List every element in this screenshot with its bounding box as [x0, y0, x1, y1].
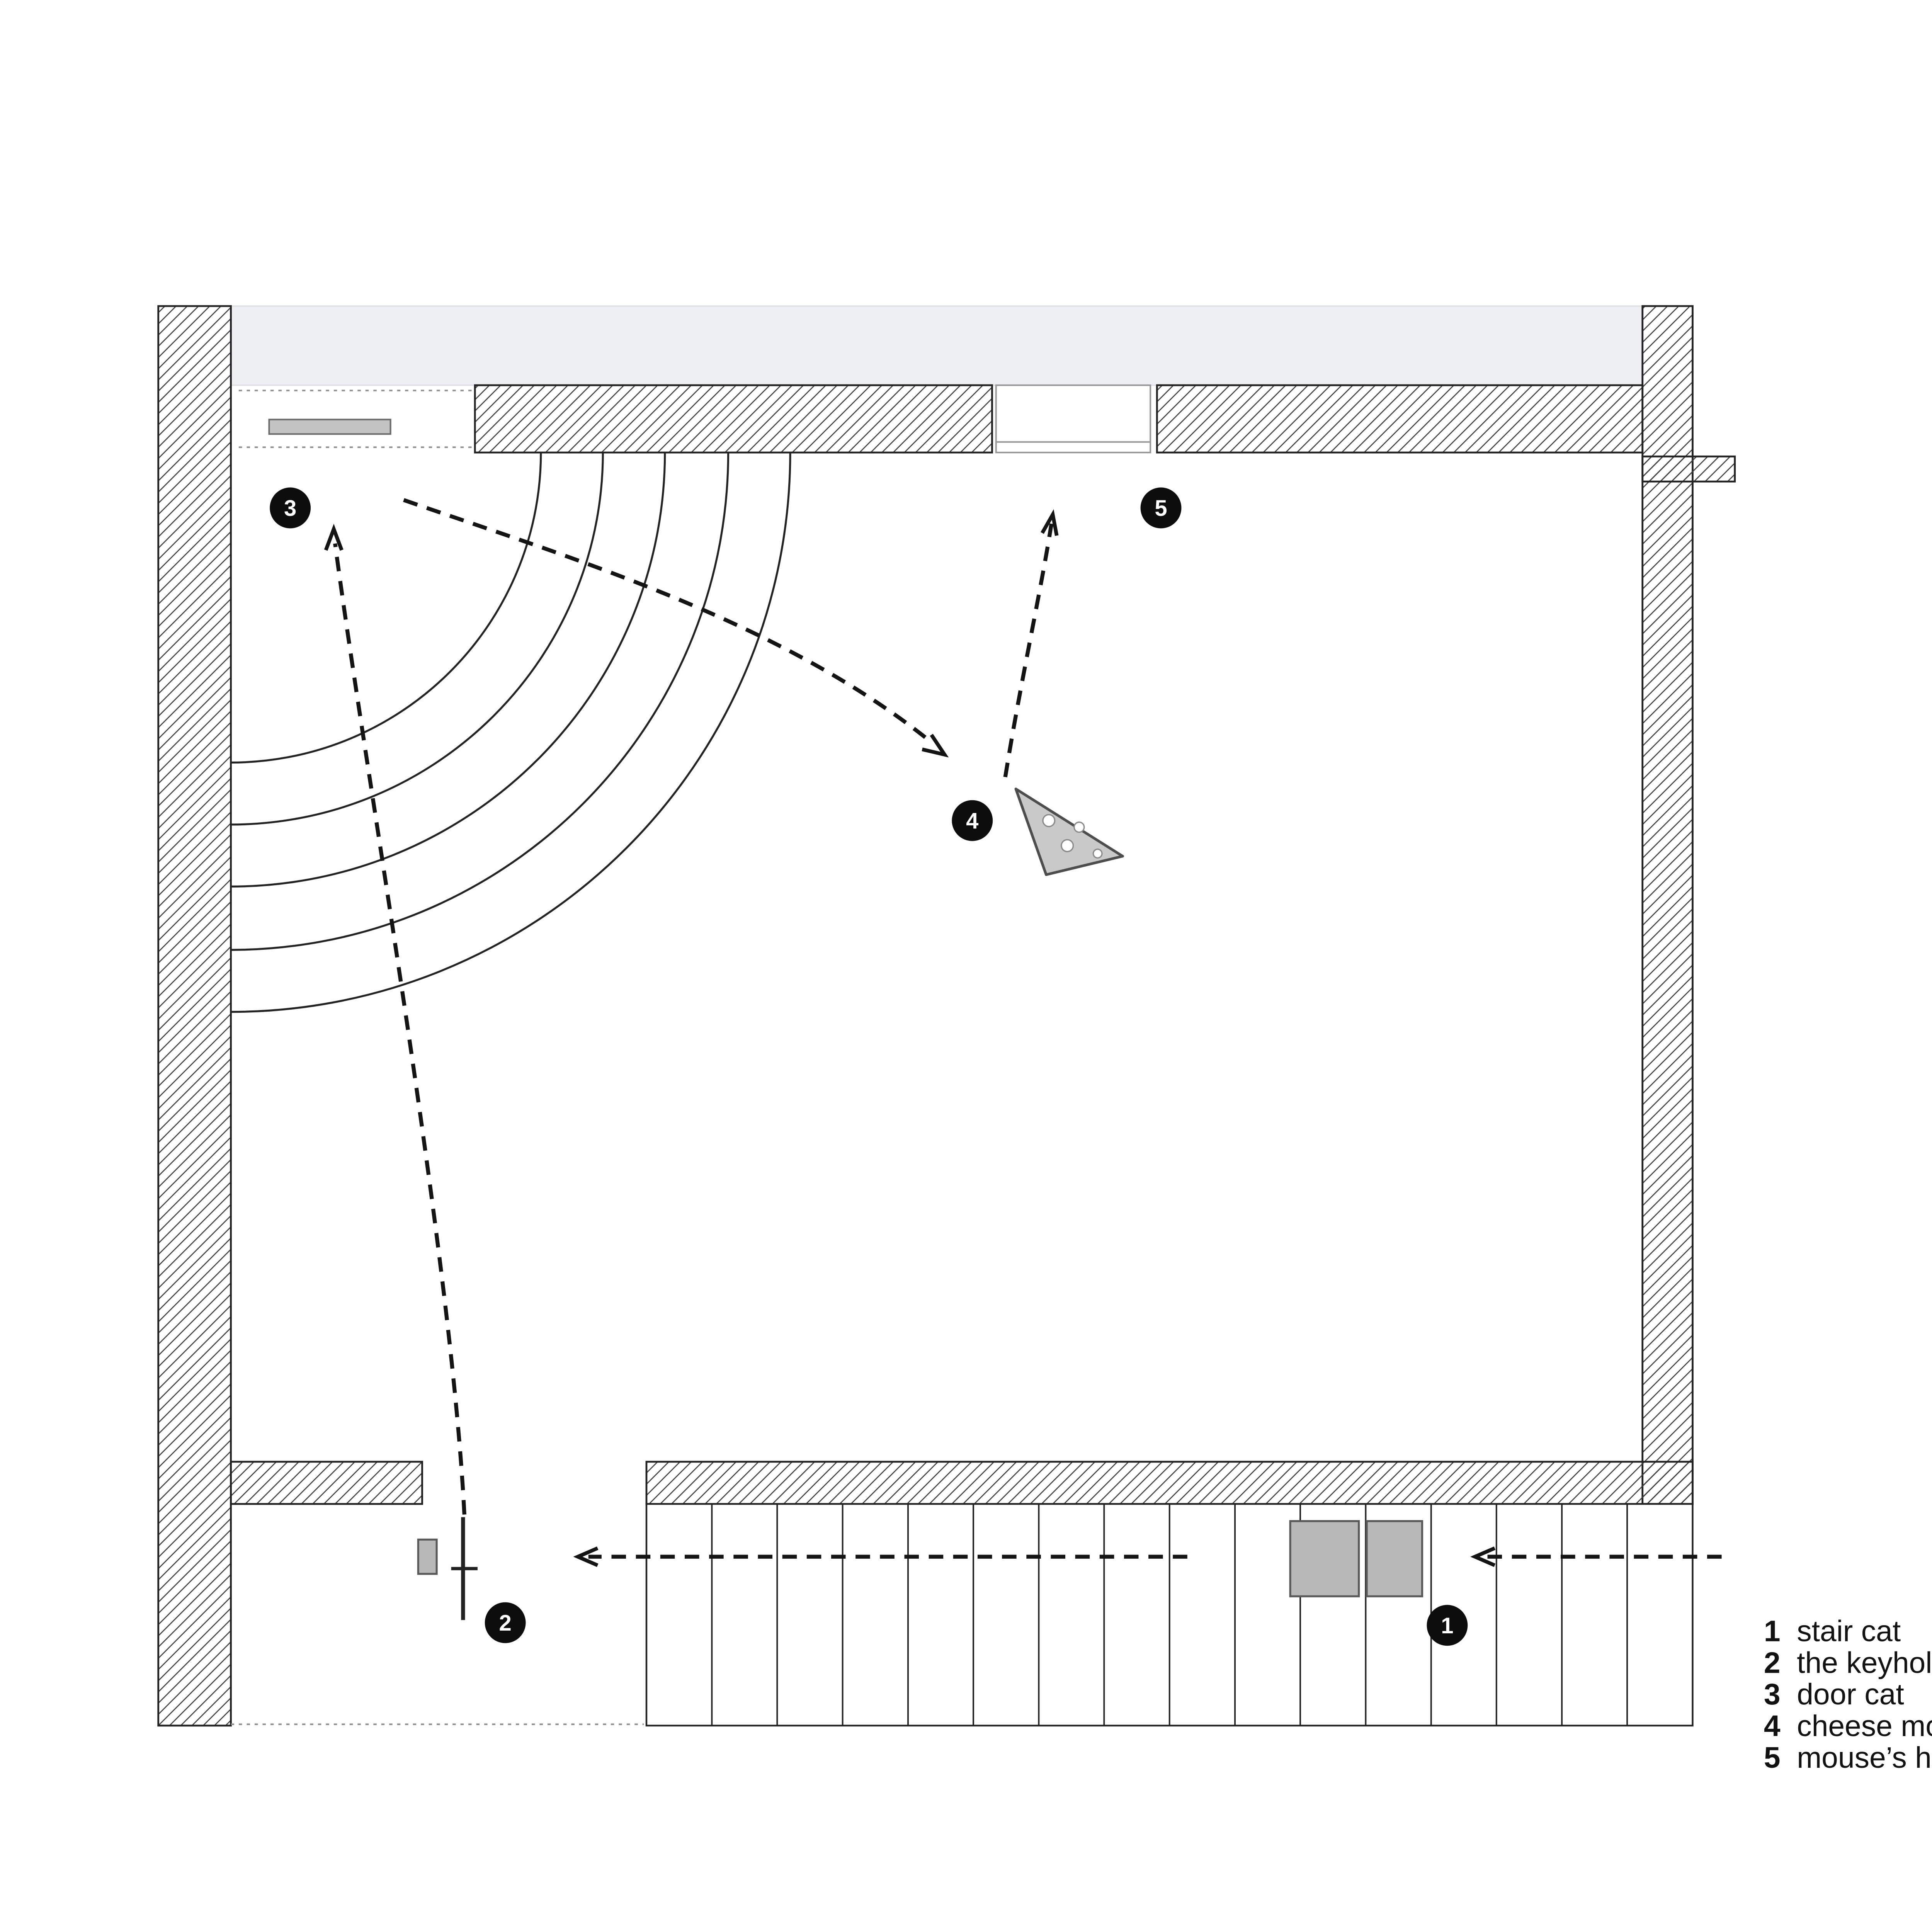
right-wall [1641, 305, 1694, 1505]
legend-num-2: 2 [1764, 1646, 1781, 1679]
legend-num-3: 3 [1764, 1678, 1781, 1711]
arrowhead-stairs-right [1470, 1546, 1496, 1567]
cheese-hole [1042, 814, 1056, 827]
bottom-wall-left [230, 1461, 423, 1505]
arrowhead-stairs-left [573, 1546, 599, 1567]
legend-num-5: 5 [1764, 1741, 1781, 1774]
marker-3-num: 3 [284, 496, 296, 521]
marker-2-circle [485, 1602, 526, 1643]
right-wall-stub [1641, 455, 1736, 483]
marker-3-circle [270, 487, 311, 529]
marker-2-num: 2 [499, 1611, 512, 1636]
door-arc-3 [231, 452, 666, 888]
door-arc-4 [231, 452, 730, 951]
path-door-to-cheese [403, 498, 930, 742]
left-wall [157, 305, 232, 1727]
top-light-band [230, 305, 1643, 386]
door-arc-2 [231, 452, 604, 826]
path-keyhole-to-door [333, 543, 466, 1515]
top-wall-segment-b [1156, 384, 1644, 454]
stairs [645, 1503, 1694, 1727]
arrowhead-cheese-to-home [1041, 509, 1059, 536]
marker-4: 4 [952, 800, 993, 841]
door-recess [238, 389, 473, 448]
arrowhead-door-to-cheese [922, 734, 949, 758]
door-arc-1 [231, 452, 542, 764]
stair-cat-body-right [1366, 1520, 1423, 1597]
top-wall-segment-a [474, 384, 993, 454]
keyhole-door [417, 1517, 478, 1620]
marker-5-circle [1140, 487, 1182, 529]
door-arc-5 [231, 452, 791, 1013]
legend-label-3: door cat [1797, 1678, 1904, 1711]
legend: 1 stair cat 2 the keyhole 3 door cat 4 c… [1764, 1614, 1932, 1774]
stair-cat [1289, 1520, 1423, 1597]
marker-4-circle [952, 800, 993, 841]
marker-2: 2 [485, 1602, 526, 1643]
door-sill [268, 418, 391, 435]
markers: 3 5 4 2 1 [270, 487, 1468, 1646]
movement-paths [324, 498, 1722, 1567]
marker-4-num: 4 [966, 808, 978, 833]
mouse-home-opening [995, 384, 1151, 454]
keyhole-block [417, 1538, 438, 1575]
marker-5-num: 5 [1155, 496, 1167, 521]
stair-cat-body-left [1289, 1520, 1360, 1597]
walls [157, 305, 1736, 1727]
legend-label-4: cheese mouse [1797, 1709, 1932, 1743]
cheese-hole [1073, 821, 1085, 833]
marker-5: 5 [1140, 487, 1182, 529]
marker-3: 3 [270, 487, 311, 529]
legend-num-1: 1 [1764, 1614, 1781, 1648]
legend-num-4: 4 [1764, 1709, 1781, 1743]
legend-label-1: stair cat [1797, 1614, 1901, 1648]
path-cheese-to-home [1003, 523, 1054, 777]
cheese-wedge [1014, 787, 1124, 876]
marker-1: 1 [1427, 1605, 1468, 1646]
door-swing-arcs [231, 452, 791, 1013]
legend-label-2: the keyhole [1797, 1646, 1932, 1679]
arrowhead-keyhole-to-door [324, 524, 344, 551]
marker-1-num: 1 [1441, 1613, 1453, 1638]
cheese-hole [1061, 839, 1074, 852]
cheese-hole [1092, 849, 1103, 859]
marker-1-circle [1427, 1605, 1468, 1646]
bottom-wall-right [645, 1461, 1694, 1505]
legend-label-5: mouse’s home [1797, 1741, 1932, 1774]
